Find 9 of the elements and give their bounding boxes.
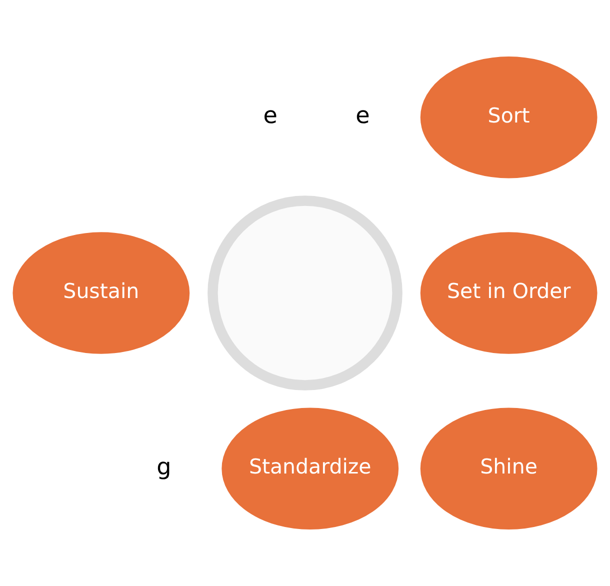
node-ellipse: Sustain [12,232,190,354]
label: g [156,454,172,480]
node-ellipse: Standardize [222,408,399,530]
node-ellipse: Shine [420,408,598,530]
label: e [356,103,370,130]
node-ellipse: Set in Order [420,232,598,354]
node-circle [208,196,402,390]
label: e [263,103,278,130]
node-ellipse: Sort [420,56,598,178]
